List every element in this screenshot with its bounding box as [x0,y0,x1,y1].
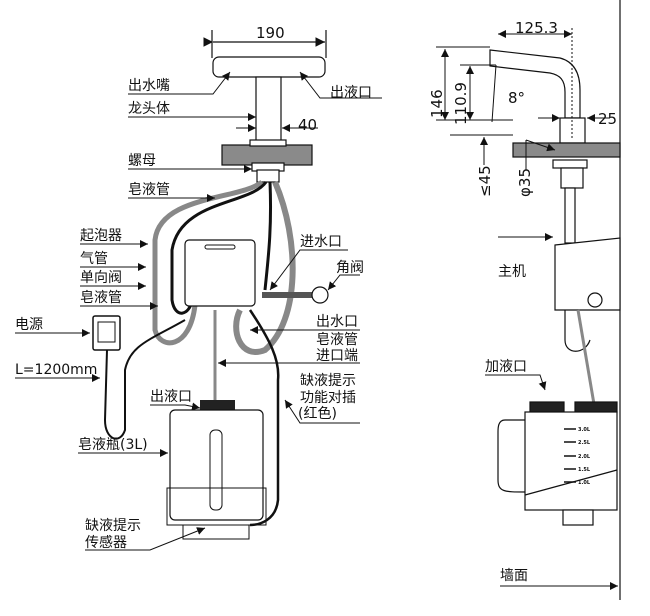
label-soap-inlet-2: 进口端 [316,348,358,364]
bottle-mark: 1.0L [578,480,591,486]
bottle-mark: 2.0L [578,454,591,460]
dim-body-side: 25 [598,110,617,128]
dim-angle: 8° [508,89,525,107]
dim-hole: φ35 [516,168,534,197]
front-labels: 出水嘴 出液口 龙头体 螺母 皂液管 起泡器 气管 单向阀 皂液管 进水口 角阀… [15,78,372,551]
label-wall: 墙面 [500,568,528,584]
label-cable-length: L=1200mm [15,362,97,378]
label-faucet-body: 龙头体 [128,101,170,117]
label-low-alarm-1: 缺液提示 [300,373,356,389]
label-sensor-1: 缺液提示 [85,518,141,534]
front-faucet [203,30,327,183]
power-adapter [92,315,121,351]
soap-bottle-front [169,409,264,521]
label-water-outlet: 出水口 [316,314,358,330]
dim-body: 40 [298,116,317,134]
bottle-cap [200,400,235,412]
dim-deck: ≤45 [476,165,494,197]
label-spout: 出水嘴 [128,78,170,94]
main-unit-front [184,239,256,307]
label-soap-tube-left: 皂液管 [80,290,122,306]
bottle-mark: 3.0L [578,427,591,433]
faucet-head [212,56,326,78]
dim-width: 190 [256,24,285,42]
label-fill-port: 加液口 [485,359,527,375]
label-water-inlet: 进水口 [300,234,342,250]
faucet-body [255,76,282,142]
soap-bottle-side [524,411,618,511]
main-unit-side [554,237,621,311]
label-soap-inlet-1: 皂液管 [316,332,358,348]
dim-reach: 125.3 [515,19,558,37]
label-power: 电源 [15,317,43,333]
angle-valve-icon [311,286,329,304]
label-nut: 螺母 [128,153,156,169]
label-soap-tube-top: 皂液管 [128,182,170,198]
label-foamer: 起泡器 [80,228,122,244]
label-air-tube: 气管 [80,251,108,267]
label-sensor-2: 传感器 [85,534,127,551]
dim-height: 146 [428,89,446,118]
label-angle-valve: 角阀 [336,260,364,276]
label-check-valve: 单向阀 [80,270,122,286]
label-soap-outlet-top: 出液口 [330,85,372,101]
dim-outlet-height: 110.9 [452,82,470,125]
label-soap-outlet-bottle: 出液口 [150,389,192,405]
label-low-alarm-3: (红色) [298,405,337,422]
label-main-unit: 主机 [498,264,526,280]
label-bottle: 皂液瓶(3L) [78,437,148,453]
label-low-alarm-2: 功能对插 [300,390,356,406]
tubes [103,179,312,527]
bottle-mark: 1.5L [578,467,591,473]
deck [221,144,313,166]
bottle-mark: 2.5L [578,440,591,446]
side-view [489,0,621,600]
bottle-marks [564,428,576,483]
